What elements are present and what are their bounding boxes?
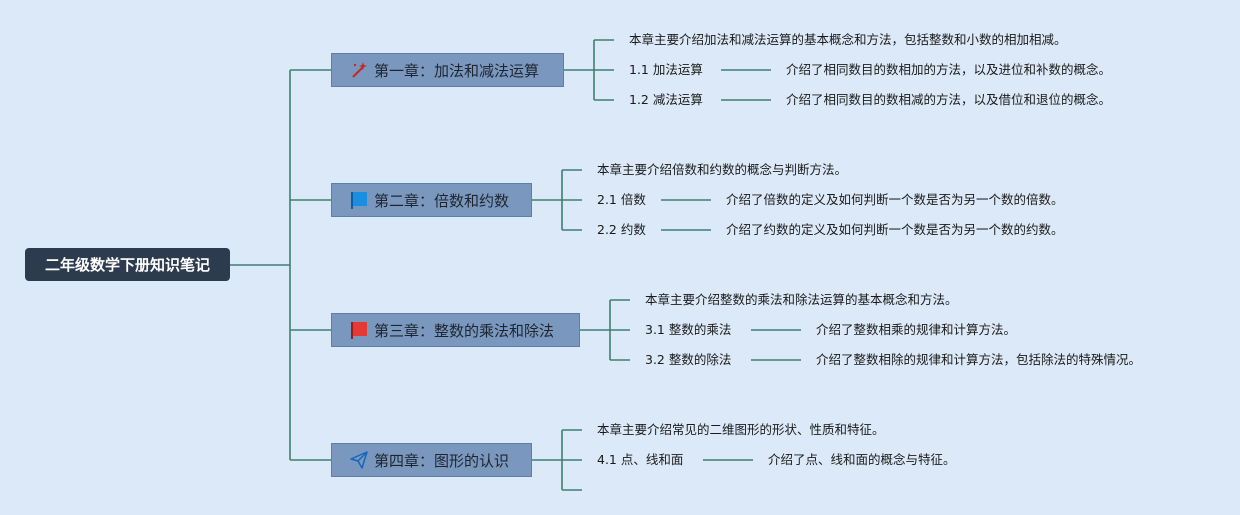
paper-plane-icon — [348, 450, 370, 470]
section-name: 3.1 整数的乘法 — [645, 322, 732, 337]
blue-flag-icon — [348, 190, 370, 210]
chapter-summary: 本章主要介绍倍数和约数的概念与判断方法。 — [597, 162, 848, 177]
section-desc: 介绍了整数相乘的规律和计算方法。 — [816, 322, 1017, 337]
chapter-node-3[interactable]: 第三章：整数的乘法和除法 — [331, 313, 580, 347]
root-node[interactable]: 二年级数学下册知识笔记 — [25, 248, 230, 281]
root-label: 二年级数学下册知识笔记 — [44, 256, 210, 274]
section-desc: 介绍了相同数目的数相加的方法，以及进位和补数的概念。 — [786, 62, 1112, 77]
chapter-summary: 本章主要介绍加法和减法运算的基本概念和方法，包括整数和小数的相加相减。 — [629, 32, 1067, 47]
chapter-node-2[interactable]: 第二章：倍数和约数 — [331, 183, 532, 217]
section-desc: 介绍了约数的定义及如何判断一个数是否为另一个数的约数。 — [726, 222, 1064, 237]
section-name: 2.1 倍数 — [597, 192, 646, 207]
section-name: 4.1 点、线和面 — [597, 452, 684, 467]
chapter-title: 第三章：整数的乘法和除法 — [374, 321, 555, 340]
chapter-node-4[interactable]: 第四章：图形的认识 — [331, 443, 532, 477]
chapter-title: 第四章：图形的认识 — [374, 451, 510, 470]
chapter-title: 第一章：加法和减法运算 — [374, 61, 540, 80]
section-name: 1.1 加法运算 — [629, 62, 703, 77]
section-desc: 介绍了倍数的定义及如何判断一个数是否为另一个数的倍数。 — [726, 192, 1064, 207]
red-flag-icon — [348, 320, 370, 340]
chapter-summary: 本章主要介绍整数的乘法和除法运算的基本概念和方法。 — [645, 292, 958, 307]
section-name: 3.2 整数的除法 — [645, 352, 732, 367]
chapter-summary: 本章主要介绍常见的二维图形的形状、性质和特征。 — [597, 422, 885, 437]
section-desc: 介绍了点、线和面的概念与特征。 — [768, 452, 956, 467]
section-desc: 介绍了整数相除的规律和计算方法，包括除法的特殊情况。 — [816, 352, 1142, 367]
section-name: 1.2 减法运算 — [629, 92, 703, 107]
section-desc: 介绍了相同数目的数相减的方法，以及借位和退位的概念。 — [786, 92, 1112, 107]
magic-wand-icon — [348, 60, 370, 80]
chapter-title: 第二章：倍数和约数 — [374, 191, 510, 210]
chapter-node-1[interactable]: 第一章：加法和减法运算 — [331, 53, 564, 87]
section-name: 2.2 约数 — [597, 222, 646, 237]
